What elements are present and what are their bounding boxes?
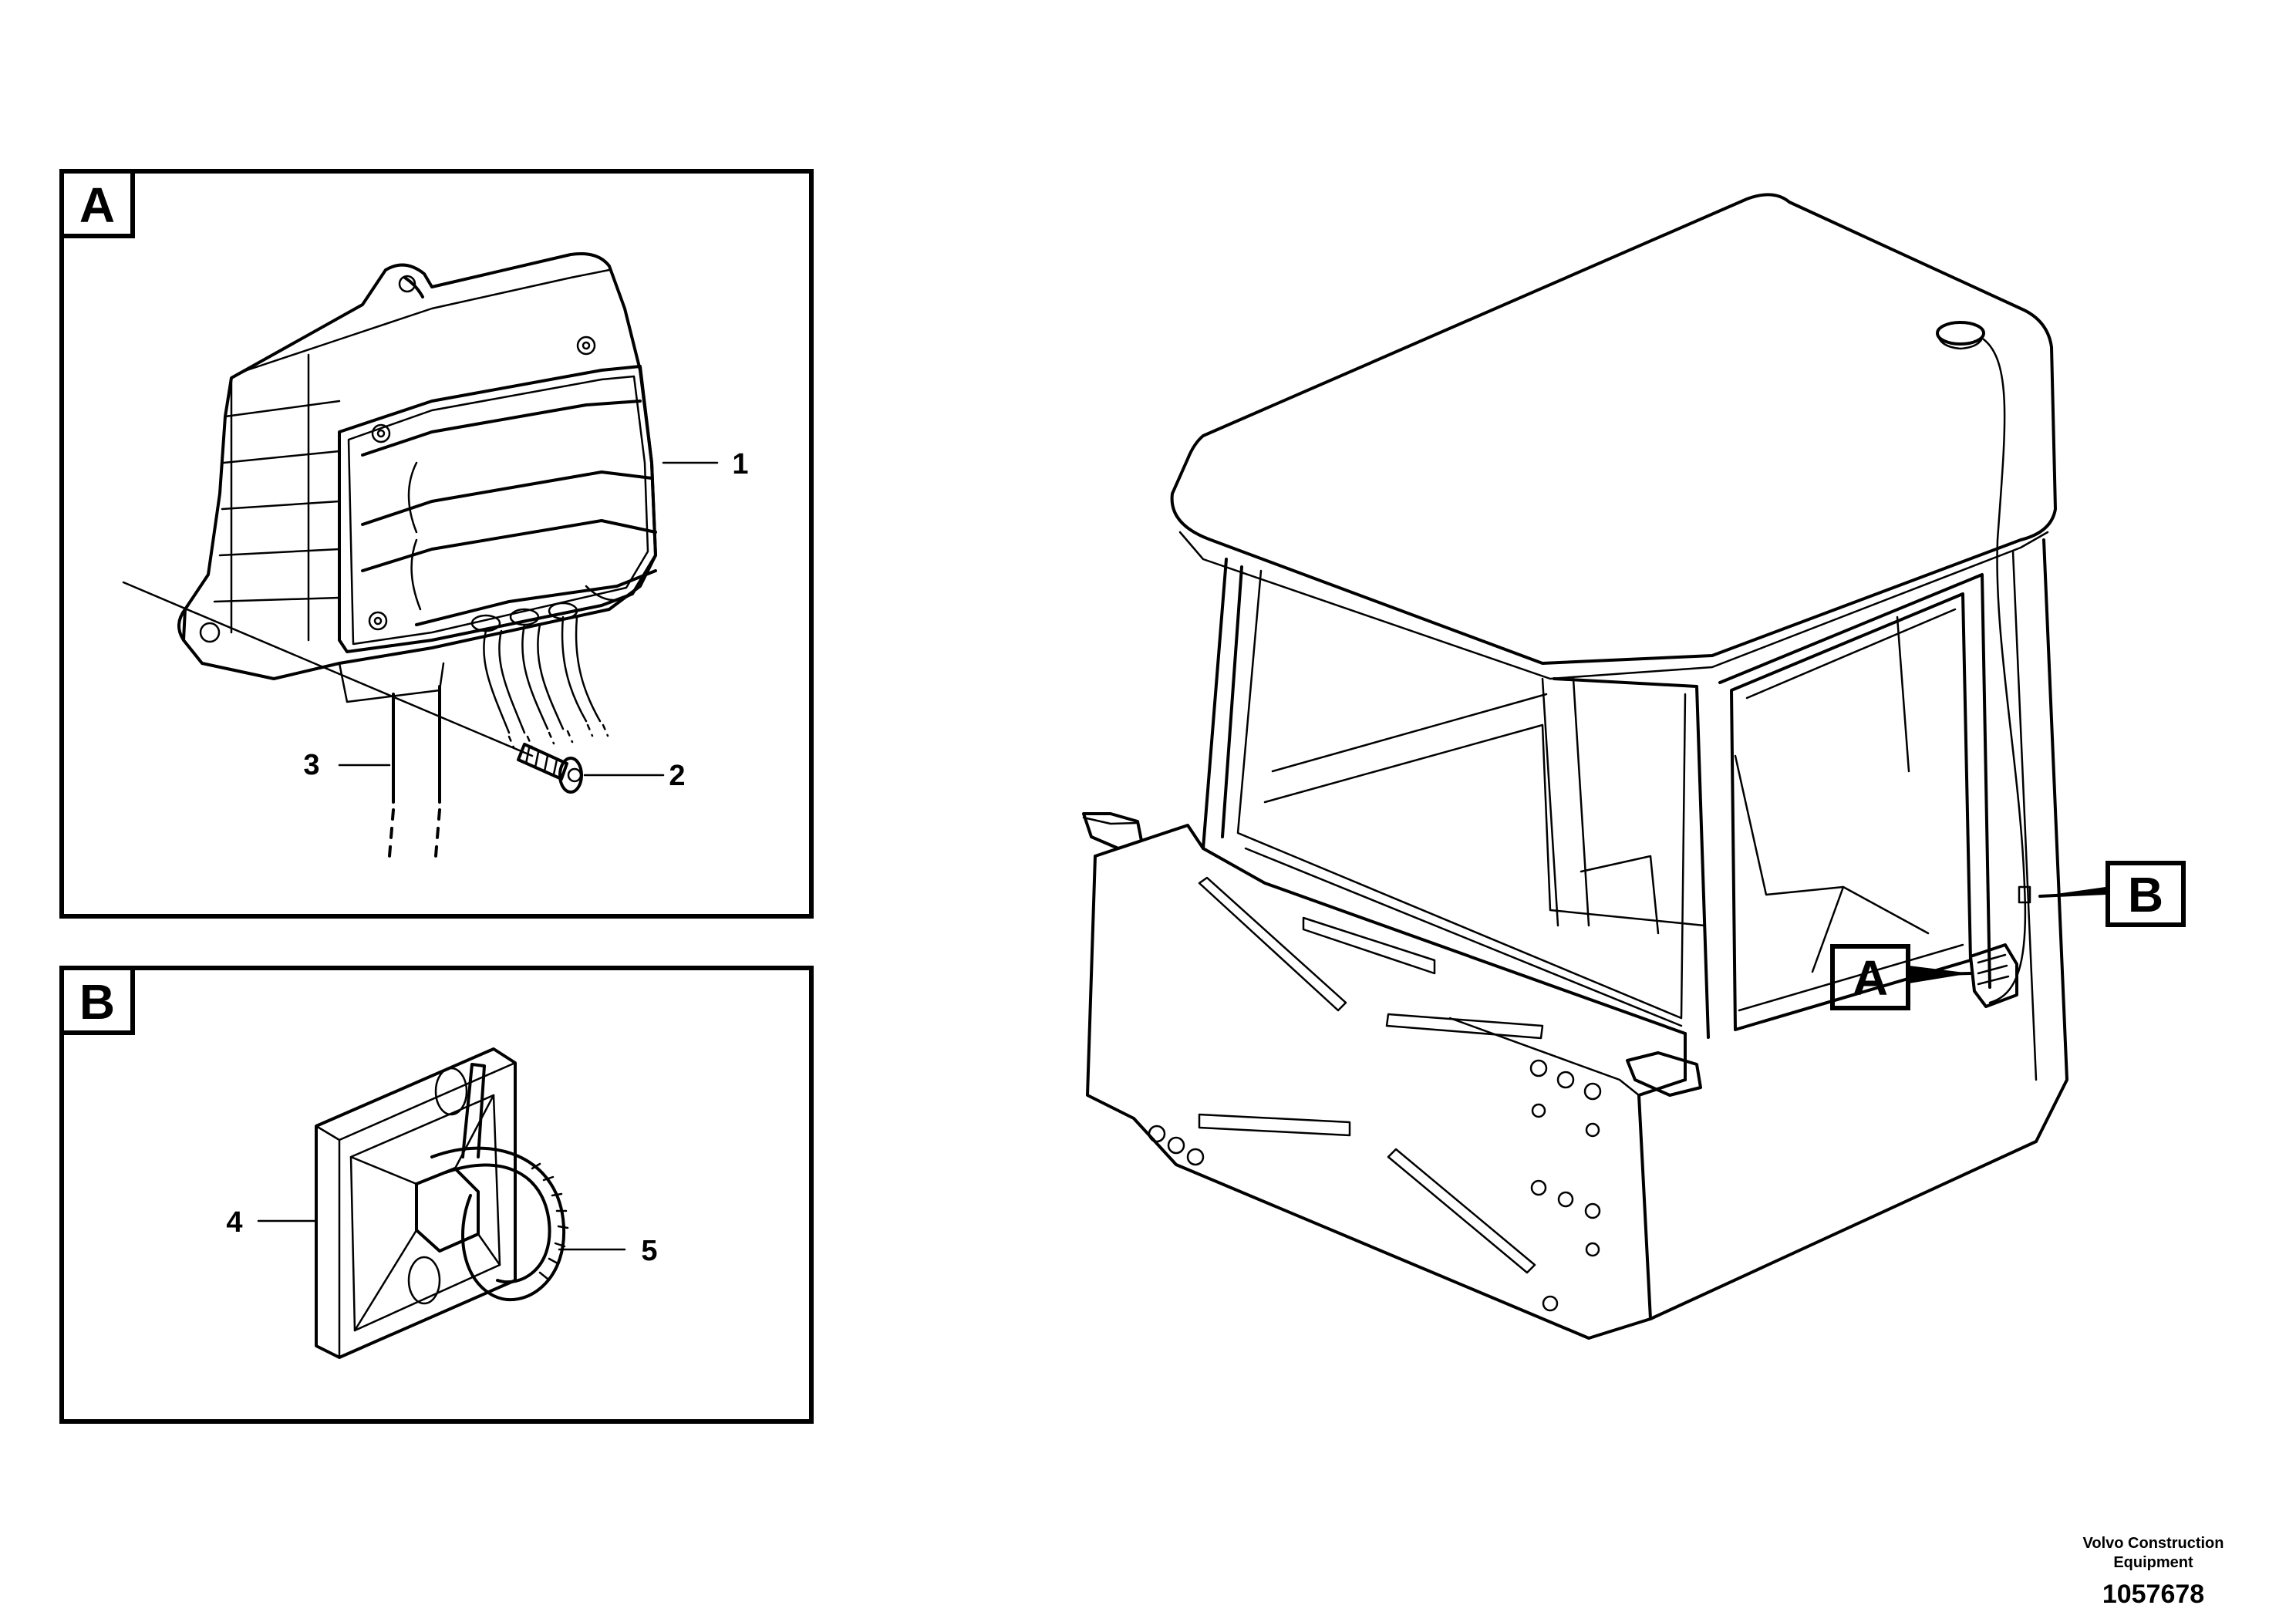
panel-a-label-box	[59, 169, 135, 238]
company-name-line1: Volvo Construction	[2083, 1535, 2224, 1552]
screw-drawing	[122, 581, 583, 794]
panel-a-label: A	[79, 177, 115, 233]
company-name-line2: Equipment	[2113, 1554, 2193, 1571]
panel-b-label: B	[79, 974, 115, 1030]
cab-tag-b: B	[2128, 867, 2163, 922]
detail-panel-a: A	[59, 169, 814, 919]
body-holes	[1148, 1059, 1602, 1312]
callout-4: 4	[226, 1206, 242, 1239]
callout-3: 3	[303, 749, 319, 781]
cable-tie-mount-drawing	[315, 1047, 569, 1359]
cab-tag-b-box	[2106, 861, 2186, 927]
callout-2: 2	[669, 760, 685, 792]
cab-roof	[1170, 193, 2057, 665]
control-unit-drawing	[177, 252, 657, 703]
drawing-footer: Volvo Construction Equipment 1057678	[2083, 1535, 2224, 1609]
cab-tag-a: A	[1853, 950, 1888, 1006]
panel-b-label-box	[59, 966, 135, 1035]
drawing-number: 1057678	[2102, 1580, 2204, 1609]
panel-a-frame	[59, 169, 814, 919]
detail-panel-b: B 4 5	[59, 966, 814, 1424]
callout-1: 1	[732, 448, 748, 481]
control-unit-location-marker	[1969, 885, 2031, 1008]
body-slot	[1198, 876, 1347, 1012]
cab-overview-drawing: A B	[1082, 193, 2186, 1340]
cab-tag-a-box	[1830, 944, 1910, 1010]
panel-b-frame	[59, 966, 814, 1424]
roof-antenna	[1936, 321, 1985, 346]
callout-5: 5	[641, 1235, 657, 1267]
wiring-harness-drawing	[388, 615, 609, 858]
